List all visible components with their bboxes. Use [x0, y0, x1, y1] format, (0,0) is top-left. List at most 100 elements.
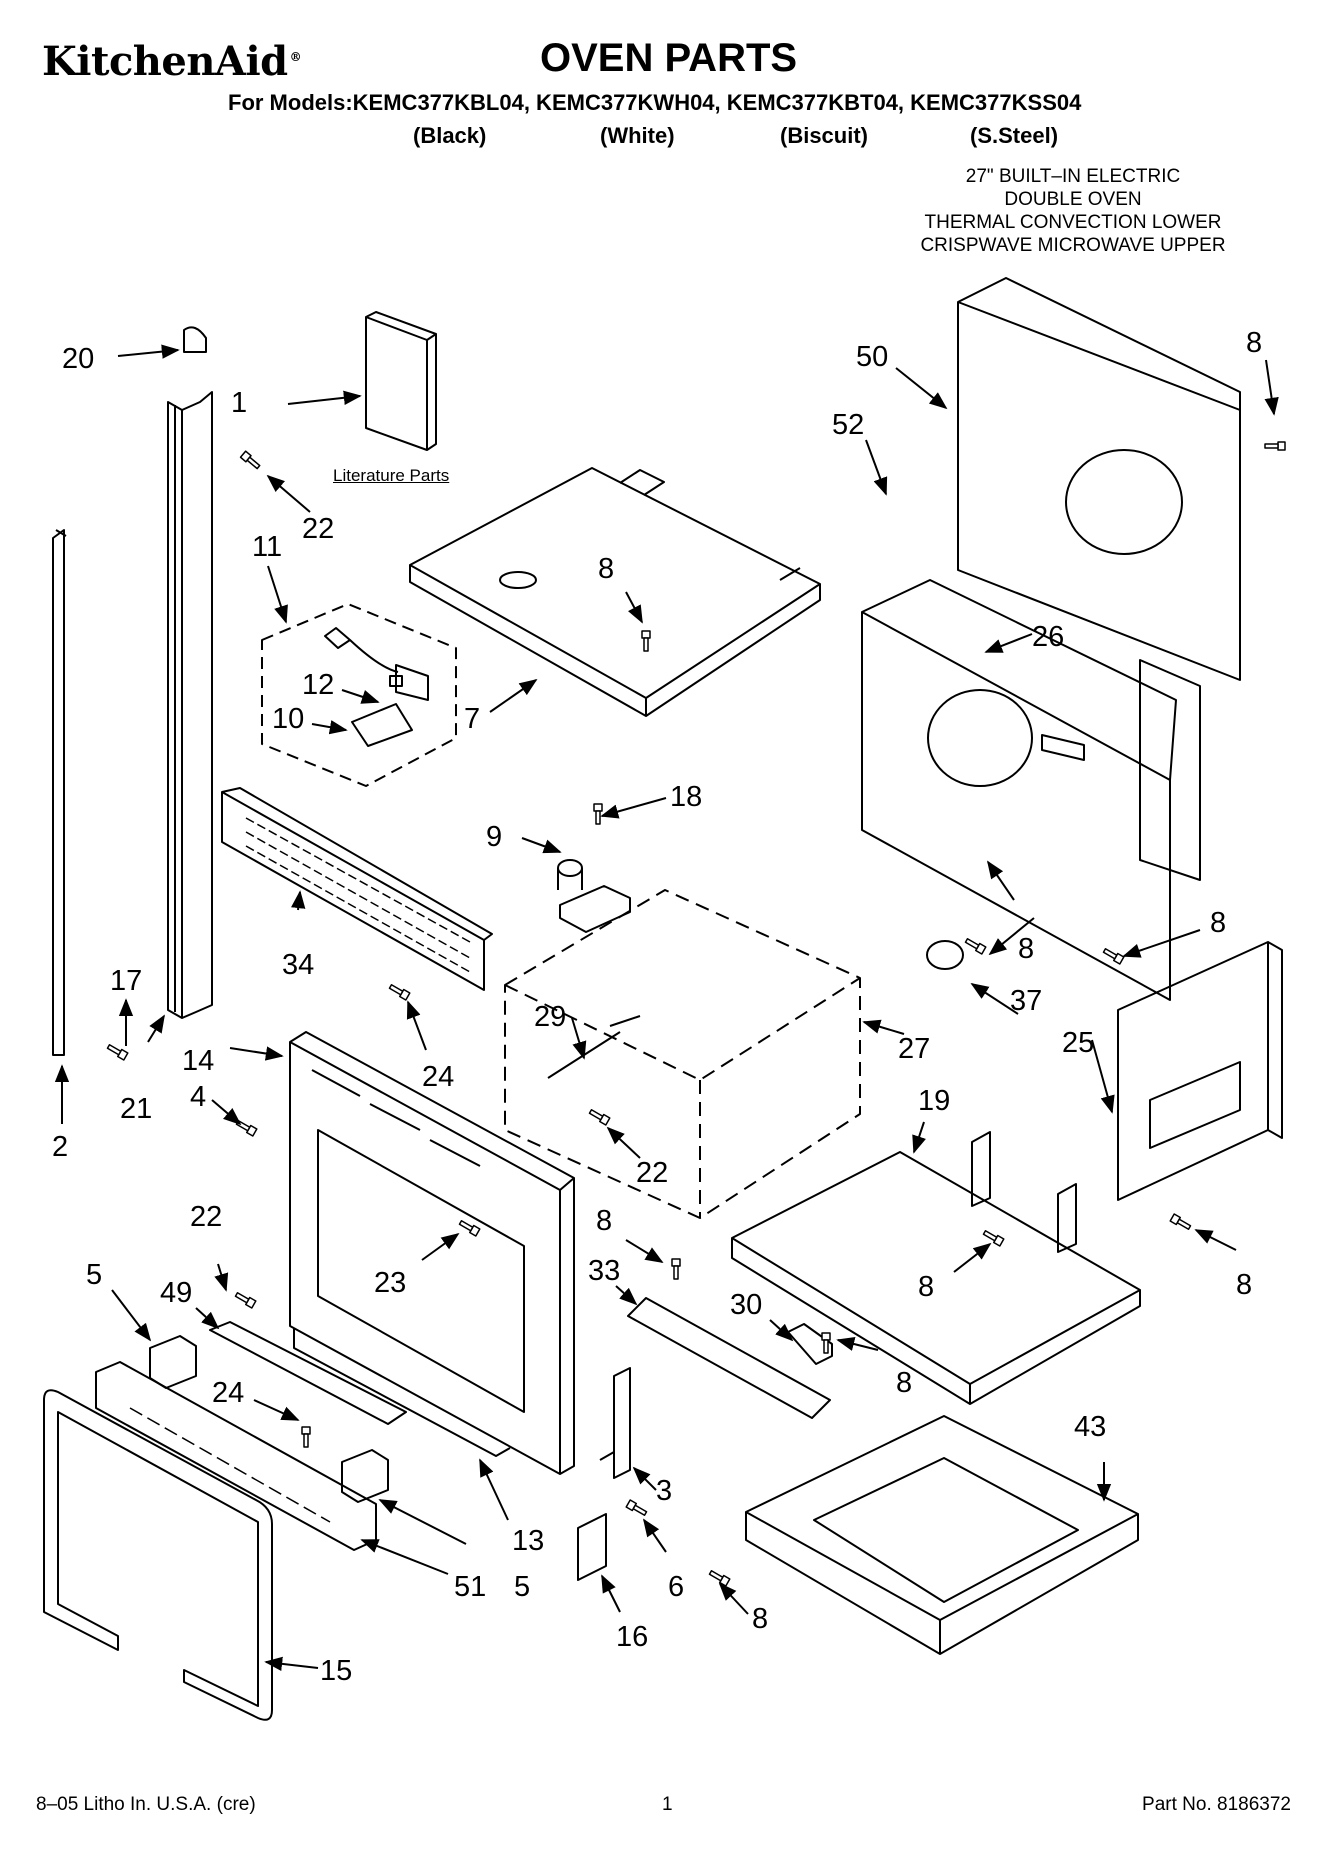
part-37-limiter — [926, 940, 964, 970]
part-label-1: 1 — [231, 387, 247, 419]
part-50-fan-opening — [1065, 449, 1183, 555]
part-5-spacer-left — [149, 1335, 197, 1389]
part-43-bottom-tray — [745, 1415, 1139, 1655]
part-label-37: 37 — [1010, 985, 1042, 1017]
part-label-49: 49 — [160, 1277, 192, 1309]
leader-22b — [606, 1126, 641, 1159]
leader-22c — [214, 1263, 229, 1292]
part-27-oven-cavity — [504, 889, 861, 1219]
leader-14 — [229, 1046, 284, 1061]
leader-16 — [601, 1574, 621, 1613]
part-25-side-panel — [1117, 941, 1283, 1201]
part-5-spacer-right — [341, 1449, 389, 1503]
footer-part-number: Part No. 8186372 — [1142, 1794, 1291, 1815]
screw-icon — [457, 1218, 481, 1237]
screw-icon — [671, 1258, 681, 1280]
part-label-24: 24 — [212, 1377, 244, 1409]
oven-spec: 27" BUILT–IN ELECTRIC DOUBLE OVEN THERMA… — [873, 165, 1273, 257]
part-label-51: 51 — [454, 1571, 486, 1603]
part-label-16: 16 — [616, 1621, 648, 1653]
screw-icon — [105, 1042, 129, 1061]
color-black: (Black) — [413, 123, 487, 148]
leader-8e — [1194, 1229, 1237, 1251]
part-label-22: 22 — [636, 1157, 668, 1189]
leader-8c2 — [986, 860, 1015, 901]
leader-8i — [718, 1582, 749, 1615]
leader-8a — [625, 591, 643, 624]
leader-51 — [360, 1539, 449, 1575]
part-label-25: 25 — [1062, 1027, 1094, 1059]
part-50-back-panel — [957, 277, 1241, 681]
brand-name: KitchenAid — [42, 38, 288, 85]
brand-logo: KitchenAid® — [42, 38, 302, 85]
screw-icon — [641, 630, 651, 652]
part-label-26: 26 — [1032, 621, 1064, 653]
leader-52 — [865, 439, 888, 496]
leader-8c — [988, 917, 1035, 956]
leader-37 — [970, 983, 1019, 1015]
part-2-trim-strip — [52, 529, 67, 1056]
part-12-bulb — [389, 675, 403, 687]
part-34-vent-grille — [221, 787, 493, 991]
leader-24a — [406, 1000, 427, 1051]
part-label-24: 24 — [422, 1061, 454, 1093]
color-steel: (S.Steel) — [970, 123, 1059, 148]
part-label-8: 8 — [1018, 933, 1034, 965]
footer-page-number: 1 — [662, 1794, 673, 1815]
part-33-deflector — [627, 1297, 831, 1419]
part-26-slot — [1041, 734, 1085, 761]
leader-24b — [253, 1399, 300, 1421]
screw-icon — [587, 1107, 611, 1126]
leader-7 — [489, 678, 538, 713]
part-label-8: 8 — [1236, 1269, 1252, 1301]
screw-icon — [387, 982, 411, 1001]
part-7-top-panel — [409, 467, 821, 717]
leader-29 — [571, 1017, 587, 1060]
part-9-thermostat-base — [559, 885, 631, 933]
leader-5b — [378, 1499, 467, 1545]
screw-icon — [1264, 441, 1286, 451]
part-30-bracket — [787, 1323, 833, 1365]
part-label-17: 17 — [110, 965, 142, 997]
part-label-13: 13 — [512, 1525, 544, 1557]
leader-23 — [421, 1232, 460, 1261]
part-label-4: 4 — [190, 1081, 206, 1113]
part-11-wiring-group — [261, 603, 457, 787]
part-26-convection-panel — [861, 579, 1177, 1001]
leader-4 — [211, 1099, 242, 1126]
part-20-end-cap — [183, 326, 207, 353]
part-label-14: 14 — [182, 1045, 214, 1077]
leader-22a — [266, 474, 311, 513]
part-label-8: 8 — [1210, 907, 1226, 939]
spec-line: 27" BUILT–IN ELECTRIC — [965, 166, 1181, 187]
part-19-brackets — [971, 1131, 1077, 1253]
part-label-30: 30 — [730, 1289, 762, 1321]
leader-8d — [1122, 929, 1201, 958]
part-label-8: 8 — [896, 1367, 912, 1399]
part-number-labels: 1 2 3 4 5 5 6 7 8 8 8 8 8 8 8 8 8 8 9 10… — [52, 327, 1262, 1687]
leader-9 — [521, 837, 562, 854]
part-7-tabs — [619, 469, 801, 581]
registered-mark: ® — [289, 49, 302, 64]
part-43-opening — [813, 1457, 1079, 1603]
leader-25 — [1091, 1039, 1115, 1114]
leader-5a — [111, 1289, 152, 1342]
leader-10 — [311, 720, 348, 735]
part-label-6: 6 — [668, 1571, 684, 1603]
part-label-11: 11 — [252, 531, 282, 563]
leader-8g — [625, 1239, 664, 1263]
part-label-2: 2 — [52, 1131, 68, 1163]
leader-19 — [912, 1121, 926, 1154]
part-label-5: 5 — [514, 1571, 530, 1603]
part-label-15: 15 — [320, 1655, 352, 1687]
spec-line: CRISPWAVE MICROWAVE UPPER — [920, 235, 1226, 256]
screw-icon — [1169, 1213, 1193, 1232]
part-3-bracket — [599, 1367, 631, 1479]
part-label-19: 19 — [918, 1085, 950, 1117]
screw-icon — [301, 1426, 311, 1448]
screw-icon — [625, 1499, 649, 1518]
part-21-side-trim — [167, 391, 213, 1019]
part-label-9: 9 — [486, 821, 502, 853]
footer-litho: 8–05 Litho In. U.S.A. (cre) — [36, 1794, 256, 1815]
